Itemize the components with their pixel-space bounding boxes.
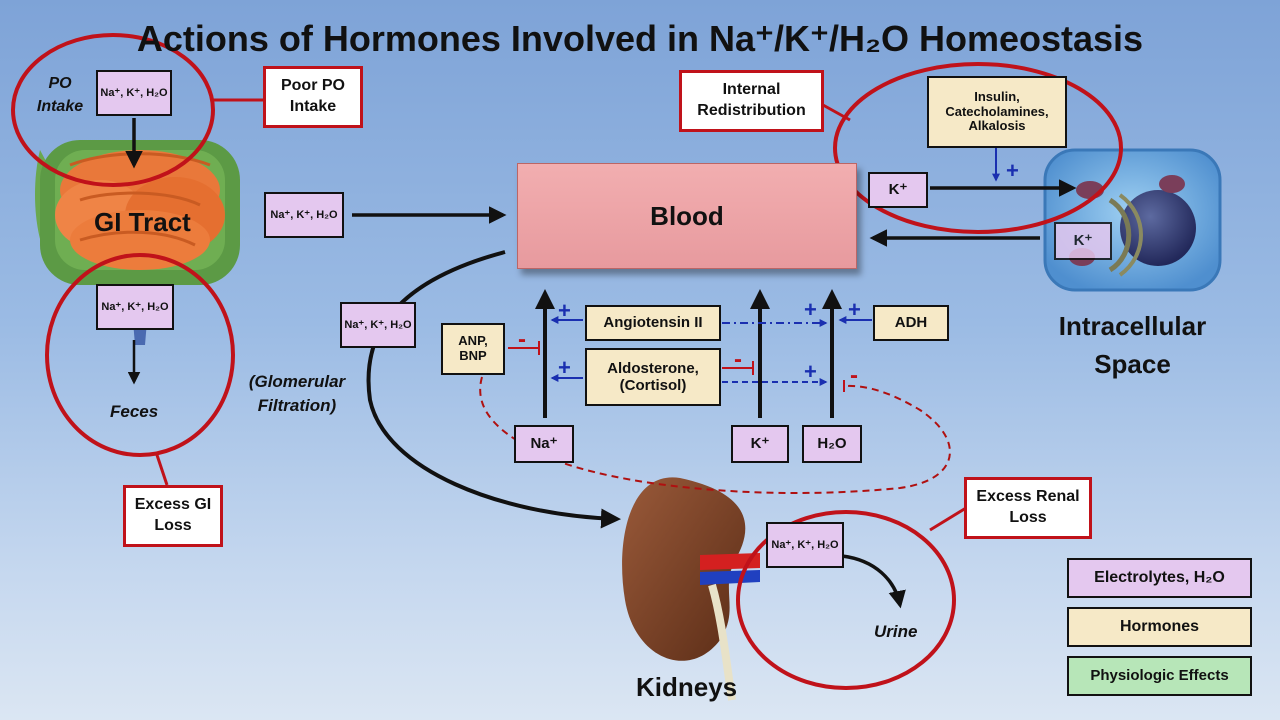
legend-electrolytes: Electrolytes, H₂O (1067, 558, 1252, 598)
kidneys-label: Kidneys (636, 672, 738, 702)
plus-sign-insulin: + (1006, 158, 1019, 183)
urine-label: Urine (874, 622, 918, 641)
renal-electrolytes: Na⁺, K⁺, H₂O (766, 522, 844, 568)
angiotensin-ii-box: Angiotensin II (585, 305, 721, 341)
kidney-illustration (622, 477, 760, 701)
minus-sign-anp-water: - (850, 362, 858, 389)
minus-sign-aldo-k: - (734, 346, 742, 373)
gi-absorbed-electrolytes: Na⁺, K⁺, H₂O (264, 192, 344, 238)
slide-title: Actions of Hormones Involved in Na⁺/K⁺/H… (136, 18, 1144, 59)
k-intracellular-box: K⁺ (1054, 222, 1112, 260)
excess-renal-loss-box: Excess Renal Loss (964, 477, 1092, 539)
adh-box: ADH (873, 305, 949, 341)
poor-po-intake-box: Poor PO Intake (263, 66, 363, 128)
k-shift-box: K⁺ (868, 172, 928, 208)
minus-sign-anp-na: - (518, 326, 526, 353)
gi-tract-electrolytes: Na⁺, K⁺, H₂O (96, 284, 174, 330)
insulin-catecholamines-box: Insulin, Catecholamines, Alkalosis (927, 76, 1067, 148)
feces-label: Feces (110, 402, 159, 421)
anp-bnp-box: ANP, BNP (441, 323, 505, 375)
k-box: K⁺ (731, 425, 789, 463)
excess-gi-loss-box: Excess GI Loss (123, 485, 223, 547)
gi-tract-label: GI Tract (94, 207, 191, 237)
plus-sign-aldosterone: + (558, 355, 571, 380)
intracellular-space-label: Intracellular Space (1058, 311, 1207, 379)
plus-sign-adh: + (848, 297, 861, 322)
h2o-box: H₂O (802, 425, 862, 463)
legend-hormones: Hormones (1067, 607, 1252, 647)
cell-illustration (1043, 148, 1222, 292)
plus-sign-k-secretion: + (804, 297, 817, 322)
plus-sign-angiotensin: + (558, 298, 571, 323)
na-box: Na⁺ (514, 425, 574, 463)
po-intake-label: PO Intake (36, 75, 84, 116)
plus-sign-aldo-water: + (804, 359, 817, 384)
po-intake-electrolytes: Na⁺, K⁺, H₂O (96, 70, 172, 116)
internal-redistribution-box: Internal Redistribution (679, 70, 824, 132)
gi-tract-illustration (35, 140, 240, 345)
glomerular-electrolytes: Na⁺, K⁺, H₂O (340, 302, 416, 348)
legend-physiologic-effects: Physiologic Effects (1067, 656, 1252, 696)
blood-box: Blood (517, 163, 857, 269)
aldosterone-box: Aldosterone, (Cortisol) (585, 348, 721, 406)
glomerular-filtration-label: (Glomerular Filtration) (248, 372, 346, 415)
